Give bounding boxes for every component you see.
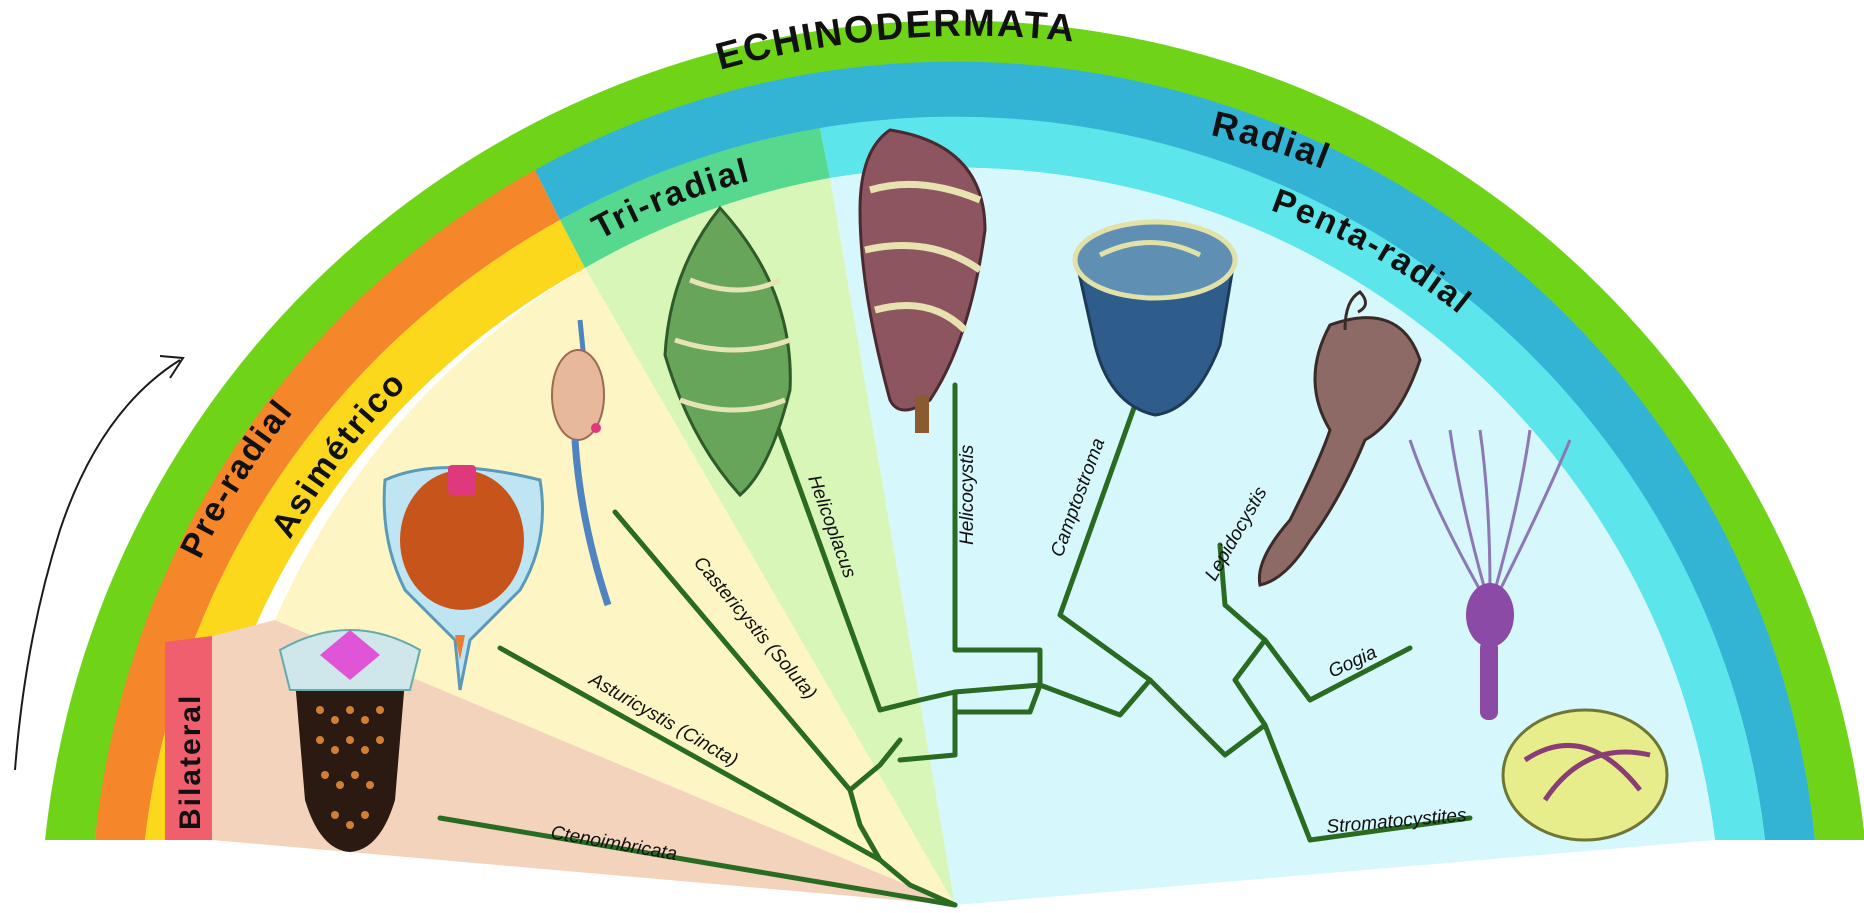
bilateral-label: Bilateral — [174, 694, 207, 830]
taxon-label-helicocystis: Helicocystis — [957, 444, 978, 545]
stromatocystites-specimen — [1503, 710, 1667, 840]
